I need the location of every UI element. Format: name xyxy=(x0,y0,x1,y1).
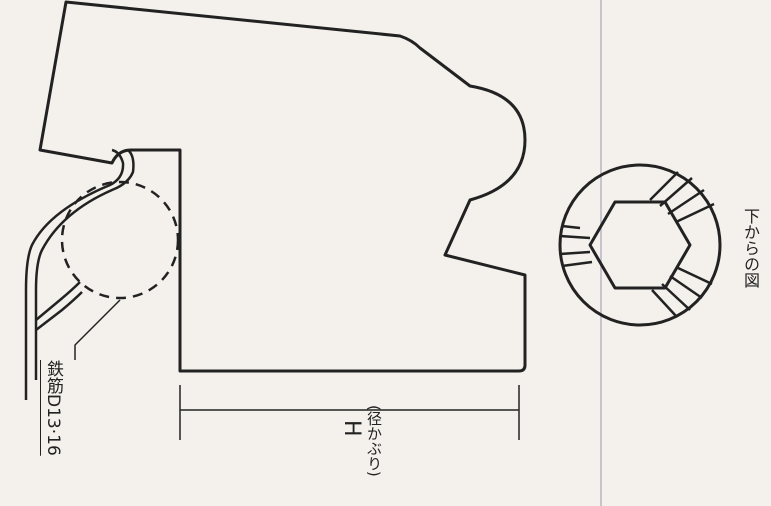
bottom-view-ribs xyxy=(559,171,715,317)
bottom-view-label: 下からの図 xyxy=(741,208,760,288)
hook-rebar-outer xyxy=(24,148,125,400)
dimension-sublabel: (径かぶり) xyxy=(365,405,383,477)
rebar-label: 鉄筋D13·16 xyxy=(43,360,63,456)
hook-rebar-inner xyxy=(34,149,135,380)
rebar-section-circle xyxy=(60,180,180,300)
bottom-view-circle xyxy=(558,163,722,327)
rebar-branch xyxy=(35,281,83,331)
dimension-label: H xyxy=(339,420,364,437)
bottom-view-hexagon xyxy=(588,200,692,290)
rebar-leader-line xyxy=(74,299,121,360)
block-profile xyxy=(38,0,527,373)
